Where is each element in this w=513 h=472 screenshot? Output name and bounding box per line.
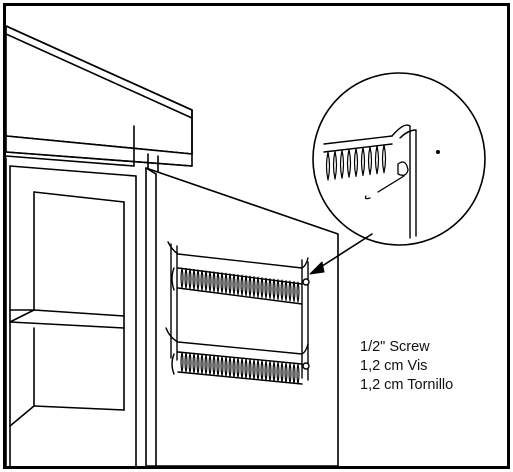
coil-loop xyxy=(252,276,256,298)
coil-loop xyxy=(272,278,276,300)
coil-loop xyxy=(280,279,284,301)
coil-loop xyxy=(264,277,268,299)
coil-loop xyxy=(236,357,240,379)
coil-loop xyxy=(196,269,200,291)
coil-loop xyxy=(228,273,232,295)
coil-loop xyxy=(192,268,196,290)
screw-callout-text: 1/2" Screw 1,2 cm Vis 1,2 cm Tornillo xyxy=(360,338,453,395)
coil-loop xyxy=(192,352,196,374)
callout-line-english: 1/2" Screw xyxy=(360,339,430,355)
coil-loop xyxy=(236,274,240,296)
coil-loop xyxy=(260,359,264,381)
screw-dot xyxy=(436,150,440,154)
coil-loop xyxy=(188,352,192,374)
coil-loop xyxy=(244,275,248,297)
coil-loop xyxy=(276,279,280,301)
coil-loop xyxy=(353,147,359,177)
coil-loop xyxy=(204,353,208,376)
coil-loop xyxy=(232,356,236,378)
callout-arrow xyxy=(309,233,373,275)
coil-loop xyxy=(292,363,296,385)
rack-coils xyxy=(180,267,300,385)
coil-loop xyxy=(296,363,300,385)
installation-illustration xyxy=(6,25,486,466)
coil-loop xyxy=(232,273,236,295)
coil-loop xyxy=(284,362,288,384)
coil-loop xyxy=(260,277,264,299)
coil-loop xyxy=(292,280,296,303)
detail-magnifier xyxy=(312,72,486,246)
coil-loop xyxy=(184,351,188,373)
coil-loop xyxy=(220,272,224,294)
coil-loop xyxy=(248,358,252,380)
coil-loop xyxy=(224,356,228,378)
coil-loop xyxy=(280,361,284,383)
coil-loop xyxy=(272,360,276,383)
diagram-frame: 1/2" Screw 1,2 cm Vis 1,2 cm Tornillo xyxy=(3,3,510,469)
coil-loop xyxy=(346,148,352,178)
coil-loop xyxy=(220,355,224,377)
coil-loop xyxy=(256,276,260,298)
coil-loop xyxy=(180,351,184,373)
coil-loop xyxy=(216,271,220,293)
coil-loop xyxy=(360,146,366,177)
coil-loop xyxy=(284,280,288,302)
coil-loop xyxy=(288,280,292,302)
coil-loop xyxy=(256,359,260,381)
magnifier-coils xyxy=(325,144,387,181)
coil-loop xyxy=(200,353,204,375)
coil-loop xyxy=(268,360,272,382)
coil-loop xyxy=(332,150,338,180)
coil-loop xyxy=(264,360,268,382)
coil-loop xyxy=(212,271,216,293)
coil-loop xyxy=(296,281,300,303)
coil-loop xyxy=(339,149,345,179)
coil-loop xyxy=(240,274,244,296)
coil-loop xyxy=(224,272,228,294)
coil-loop xyxy=(208,354,212,376)
coil-loop xyxy=(184,267,188,290)
countertop xyxy=(6,25,193,155)
coil-loop xyxy=(216,355,220,377)
callout-line-french: 1,2 cm Vis xyxy=(360,358,428,374)
coil-loop xyxy=(240,357,244,379)
coil-loop xyxy=(288,362,292,384)
coil-loop xyxy=(244,358,248,380)
callout-line-spanish: 1,2 cm Tornillo xyxy=(360,377,454,393)
coil-loop xyxy=(188,268,192,290)
coil-loop xyxy=(212,354,216,376)
coil-loop xyxy=(228,356,232,378)
coil-loop xyxy=(252,358,256,380)
coil-loop xyxy=(248,275,252,297)
coil-loop xyxy=(381,144,387,174)
coil-loop xyxy=(196,353,200,375)
cabinet-door xyxy=(145,167,339,466)
coil-loop xyxy=(367,146,373,176)
coil-loop xyxy=(374,145,380,175)
coil-loop xyxy=(208,270,212,292)
coil-loop xyxy=(204,270,208,292)
coil-loop xyxy=(180,267,184,289)
coil-loop xyxy=(200,269,204,291)
coil-loop xyxy=(268,278,272,300)
coil-loop xyxy=(325,151,331,181)
coil-loop xyxy=(276,361,280,383)
